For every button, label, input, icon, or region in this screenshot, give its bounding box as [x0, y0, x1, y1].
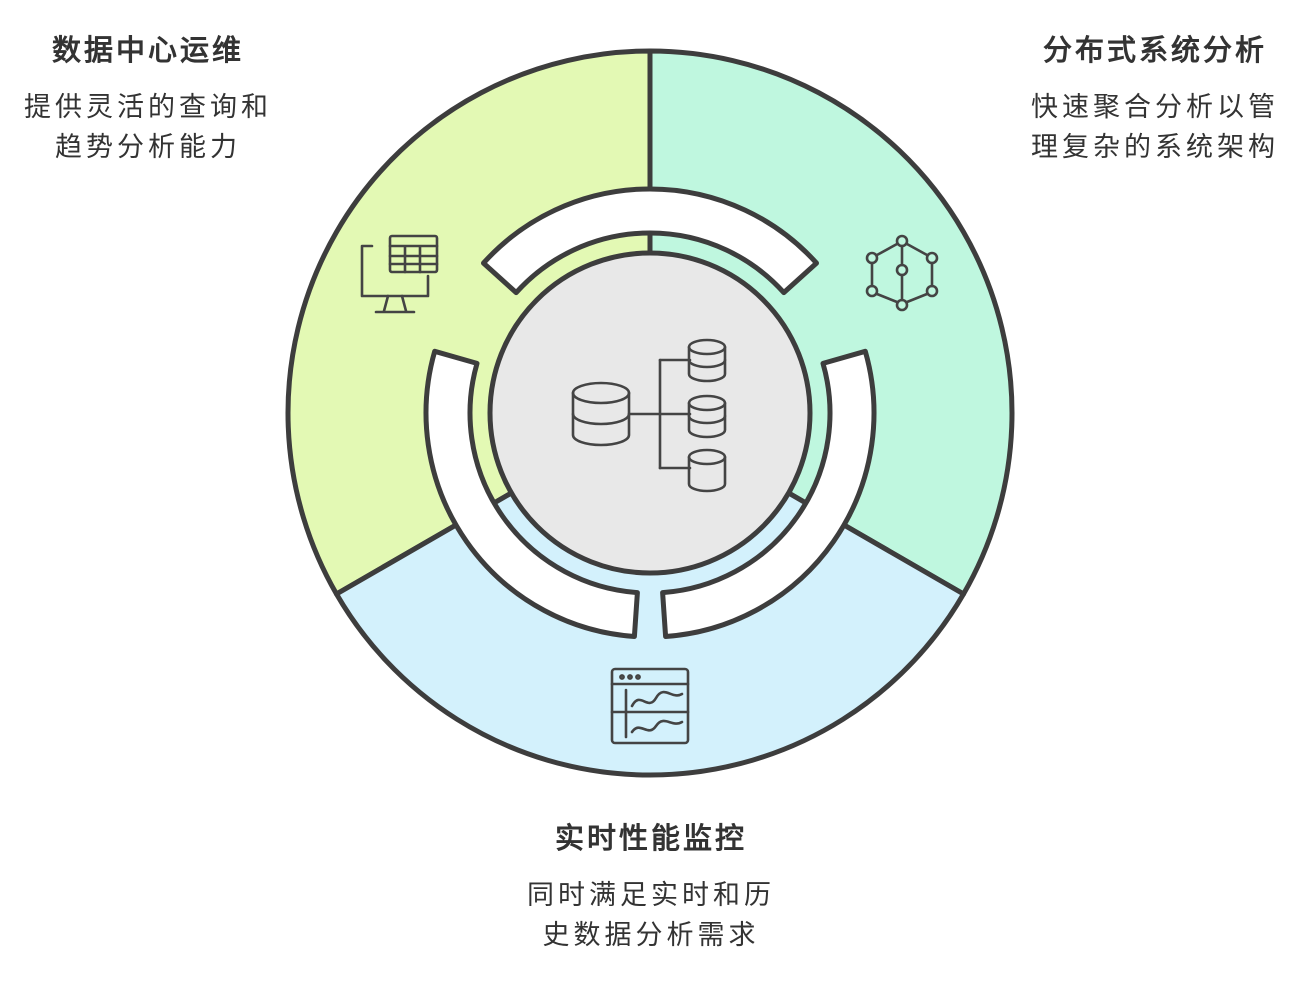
description-line: 趋势分析能力: [55, 132, 241, 163]
segment-description-realtime: 同时满足实时和历 史数据分析需求: [470, 876, 832, 956]
segment-title-distributed: 分布式系统分析: [1042, 33, 1267, 67]
database-cluster-icon: [571, 338, 727, 493]
segment-description-datacenter: 提供灵活的查询和 趋势分析能力: [0, 88, 296, 168]
description-line: 史数据分析需求: [542, 920, 760, 951]
description-line: 理复杂的系统架构: [1031, 132, 1279, 163]
label-distributed: 分布式系统分析 快速聚合分析以管 理复杂的系统架构: [1010, 30, 1300, 168]
dashboard-chart-icon: [610, 667, 690, 745]
ring-segment-realtime: [334, 410, 966, 778]
inner-arc-left: [423, 348, 640, 639]
description-line: 提供灵活的查询和: [24, 92, 272, 123]
label-realtime: 实时性能监控 同时满足实时和历 史数据分析需求: [470, 818, 832, 956]
segment-title-datacenter: 数据中心运维: [51, 33, 244, 67]
computer-spreadsheet-icon: [360, 234, 439, 314]
description-line: 快速聚合分析以管: [1031, 92, 1279, 123]
label-datacenter: 数据中心运维 提供灵活的查询和 趋势分析能力: [0, 30, 296, 168]
inner-arc-top: [481, 186, 819, 296]
description-line: 同时满足实时和历: [527, 880, 775, 911]
network-nodes-icon: [865, 234, 939, 312]
inner-arc-right: [660, 348, 877, 639]
segment-title-realtime: 实时性能监控: [554, 821, 747, 855]
segment-description-distributed: 快速聚合分析以管 理复杂的系统架构: [1010, 88, 1300, 168]
